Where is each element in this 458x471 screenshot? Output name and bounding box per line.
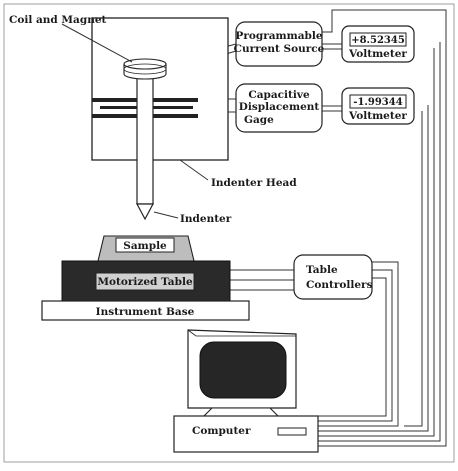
sample-label-box <box>115 237 175 253</box>
wire-ctrl-computer-c <box>318 277 387 417</box>
voltmeter-top-display <box>349 32 407 47</box>
wire-vm-bottom-computer-a <box>318 105 429 432</box>
indenter-head <box>91 17 229 221</box>
current-source-box <box>235 21 323 67</box>
computer: Computer <box>173 329 319 453</box>
motorized-table-label: Motorized Table <box>97 276 193 288</box>
wire-vm-top-computer-b <box>318 48 435 437</box>
voltmeter-top-reading: +8.52345 <box>351 35 405 46</box>
instrument-base <box>41 300 250 321</box>
displacement-gage-box <box>235 83 323 133</box>
floppy-drive-slot <box>277 427 307 436</box>
wire-ctrl-computer-b <box>318 269 393 422</box>
computer-screen <box>199 341 287 399</box>
coil-and-magnet-label: Coil and Magnet <box>9 14 107 26</box>
voltmeter-bottom-reading: -1.99344 <box>353 97 402 108</box>
wire-cs-computer <box>318 9 447 447</box>
capacitor-plate-right-top <box>153 98 198 102</box>
table-controllers-box <box>293 254 373 300</box>
monitor-bezel-edge <box>187 329 296 337</box>
indenter-shaft <box>136 71 154 205</box>
displacement-gage-line3: Gage <box>244 114 274 126</box>
sample-stage: Sample Motorized Table Instrument Base <box>41 235 250 321</box>
wire-vm-bottom-computer-b <box>404 111 423 427</box>
instrument-base-label: Instrument Base <box>96 306 195 318</box>
current-source-line2: Current Source <box>234 43 325 55</box>
displacement-gage-line2: Displacement <box>239 101 320 113</box>
voltmeter-top-label: Voltmeter <box>348 48 407 60</box>
motorized-table-label-box <box>95 272 195 291</box>
capacitor-plate-left-mid <box>100 106 137 109</box>
sample-label: Sample <box>123 240 167 252</box>
capacitor-plate-right-mid <box>153 106 193 109</box>
voltmeter-bottom-label: Voltmeter <box>348 110 407 122</box>
leader-coil-magnet <box>61 23 133 63</box>
wiring <box>159 9 447 447</box>
table-controllers-line2: Controllers <box>306 279 373 291</box>
leader-indenter <box>153 211 179 219</box>
capacitor-plate-left-bottom <box>92 114 137 118</box>
indenter-tip <box>136 203 154 221</box>
indenter-head-housing <box>91 17 229 161</box>
capacitor-plate-left-top <box>92 98 137 102</box>
indenter-label: Indenter <box>180 213 232 225</box>
current-source-line1: Programmable <box>235 30 322 42</box>
coil-disc-middle <box>123 63 167 75</box>
indenter-head-label: Indenter Head <box>211 177 297 189</box>
wire-vm-top-computer-a <box>318 42 441 442</box>
computer-label: Computer <box>192 425 251 437</box>
capacitor-plate-right-bottom <box>153 114 198 118</box>
voltmeter-bottom-display <box>349 94 407 109</box>
monitor-stand <box>202 407 280 417</box>
outer-frame <box>3 3 455 463</box>
wire-ctrl-computer-a <box>318 261 399 427</box>
displacement-gage-line1: Capacitive <box>248 89 310 101</box>
table-controllers-line1: Table <box>306 264 338 276</box>
leader-indenter-head <box>179 159 209 181</box>
